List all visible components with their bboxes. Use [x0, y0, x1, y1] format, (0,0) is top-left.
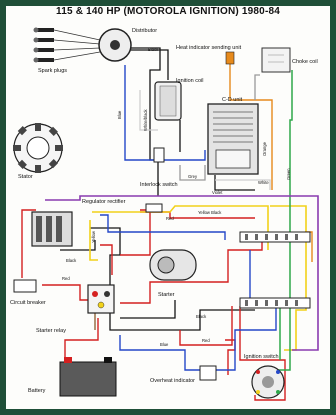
wire-label-blue-top: Blue [117, 110, 122, 119]
terminal-block-lower [239, 297, 311, 309]
terminal-block-upper [239, 231, 311, 243]
wire-label-red: Red [166, 216, 174, 221]
wire-label-red-breaker: Red [62, 276, 70, 281]
wire-label-black-lower: Black [196, 314, 207, 319]
cd-unit-label: C-D unit [222, 97, 243, 103]
wire-label-black-distributor: Black [148, 47, 159, 52]
cd-unit-icon [207, 103, 259, 175]
wire-label-red-lower: Red [202, 338, 210, 343]
wire-label-grey: Grey [188, 174, 198, 179]
distributor-icon [98, 28, 132, 62]
ignition-switch-icon [251, 365, 285, 399]
overheat-indicator-icon [199, 365, 217, 381]
regulator-rectifier-label: Regulator rectifier [82, 199, 126, 205]
yellow-wires [89, 205, 307, 351]
grey-wires [179, 74, 260, 181]
diagram-title: 115 & 140 HP (MOTOROLA IGNITION) 1980-84 [56, 6, 280, 17]
spark-plugs-icon [33, 27, 101, 63]
heat-indicator-icon [225, 51, 235, 65]
overheat-indicator-label: Overheat indicator [150, 378, 195, 384]
starter-icon [149, 249, 197, 281]
stator-label: Stator [18, 174, 33, 180]
green-wires [275, 70, 293, 371]
starter-label: Starter [158, 292, 175, 298]
ignition-switch-label: Ignition switch [244, 354, 279, 360]
interlock-switch-icon [153, 147, 165, 163]
battery-label: Battery [28, 388, 46, 394]
wire-label-orange: Orange [262, 141, 267, 156]
wire-label-yellow: Yellow [91, 230, 96, 243]
wire-label-white: White [258, 180, 269, 185]
wire-label-green: Green [286, 168, 291, 180]
wire-label-black-reg: Black [66, 258, 77, 263]
fuse-icon [145, 203, 163, 213]
interlock-switch-label: Interlock switch [140, 182, 178, 188]
heat-indicator-label: Heat indicator sending unit [176, 45, 242, 51]
distributor-label: Distributor [132, 28, 157, 34]
starter-relay-icon [87, 284, 115, 314]
circuit-breaker-icon [13, 279, 37, 293]
white-wires [139, 90, 271, 190]
regulator-rectifier-icon [31, 211, 73, 247]
circuit-breaker-label: Circuit breaker [10, 300, 46, 306]
starter-relay-label: Starter relay [36, 328, 66, 334]
spark-plugs-label: Spark plugs [38, 68, 67, 74]
ignition-coil-icon [154, 81, 182, 121]
purple-wires [45, 195, 319, 351]
stator-icon [13, 123, 63, 173]
battery-icon [59, 357, 117, 397]
ignition-coil-label: Ignition coil [176, 78, 204, 84]
wire-label-yellow-black: Yellow Black [198, 210, 222, 215]
choke-coil-icon [261, 47, 291, 73]
wire-label-white-black: White/black [143, 108, 148, 131]
wire-label-blue-lower: Blue [160, 342, 169, 347]
choke-coil-label: Choke coil [292, 59, 318, 65]
wire-label-violet: Violet [212, 190, 223, 195]
